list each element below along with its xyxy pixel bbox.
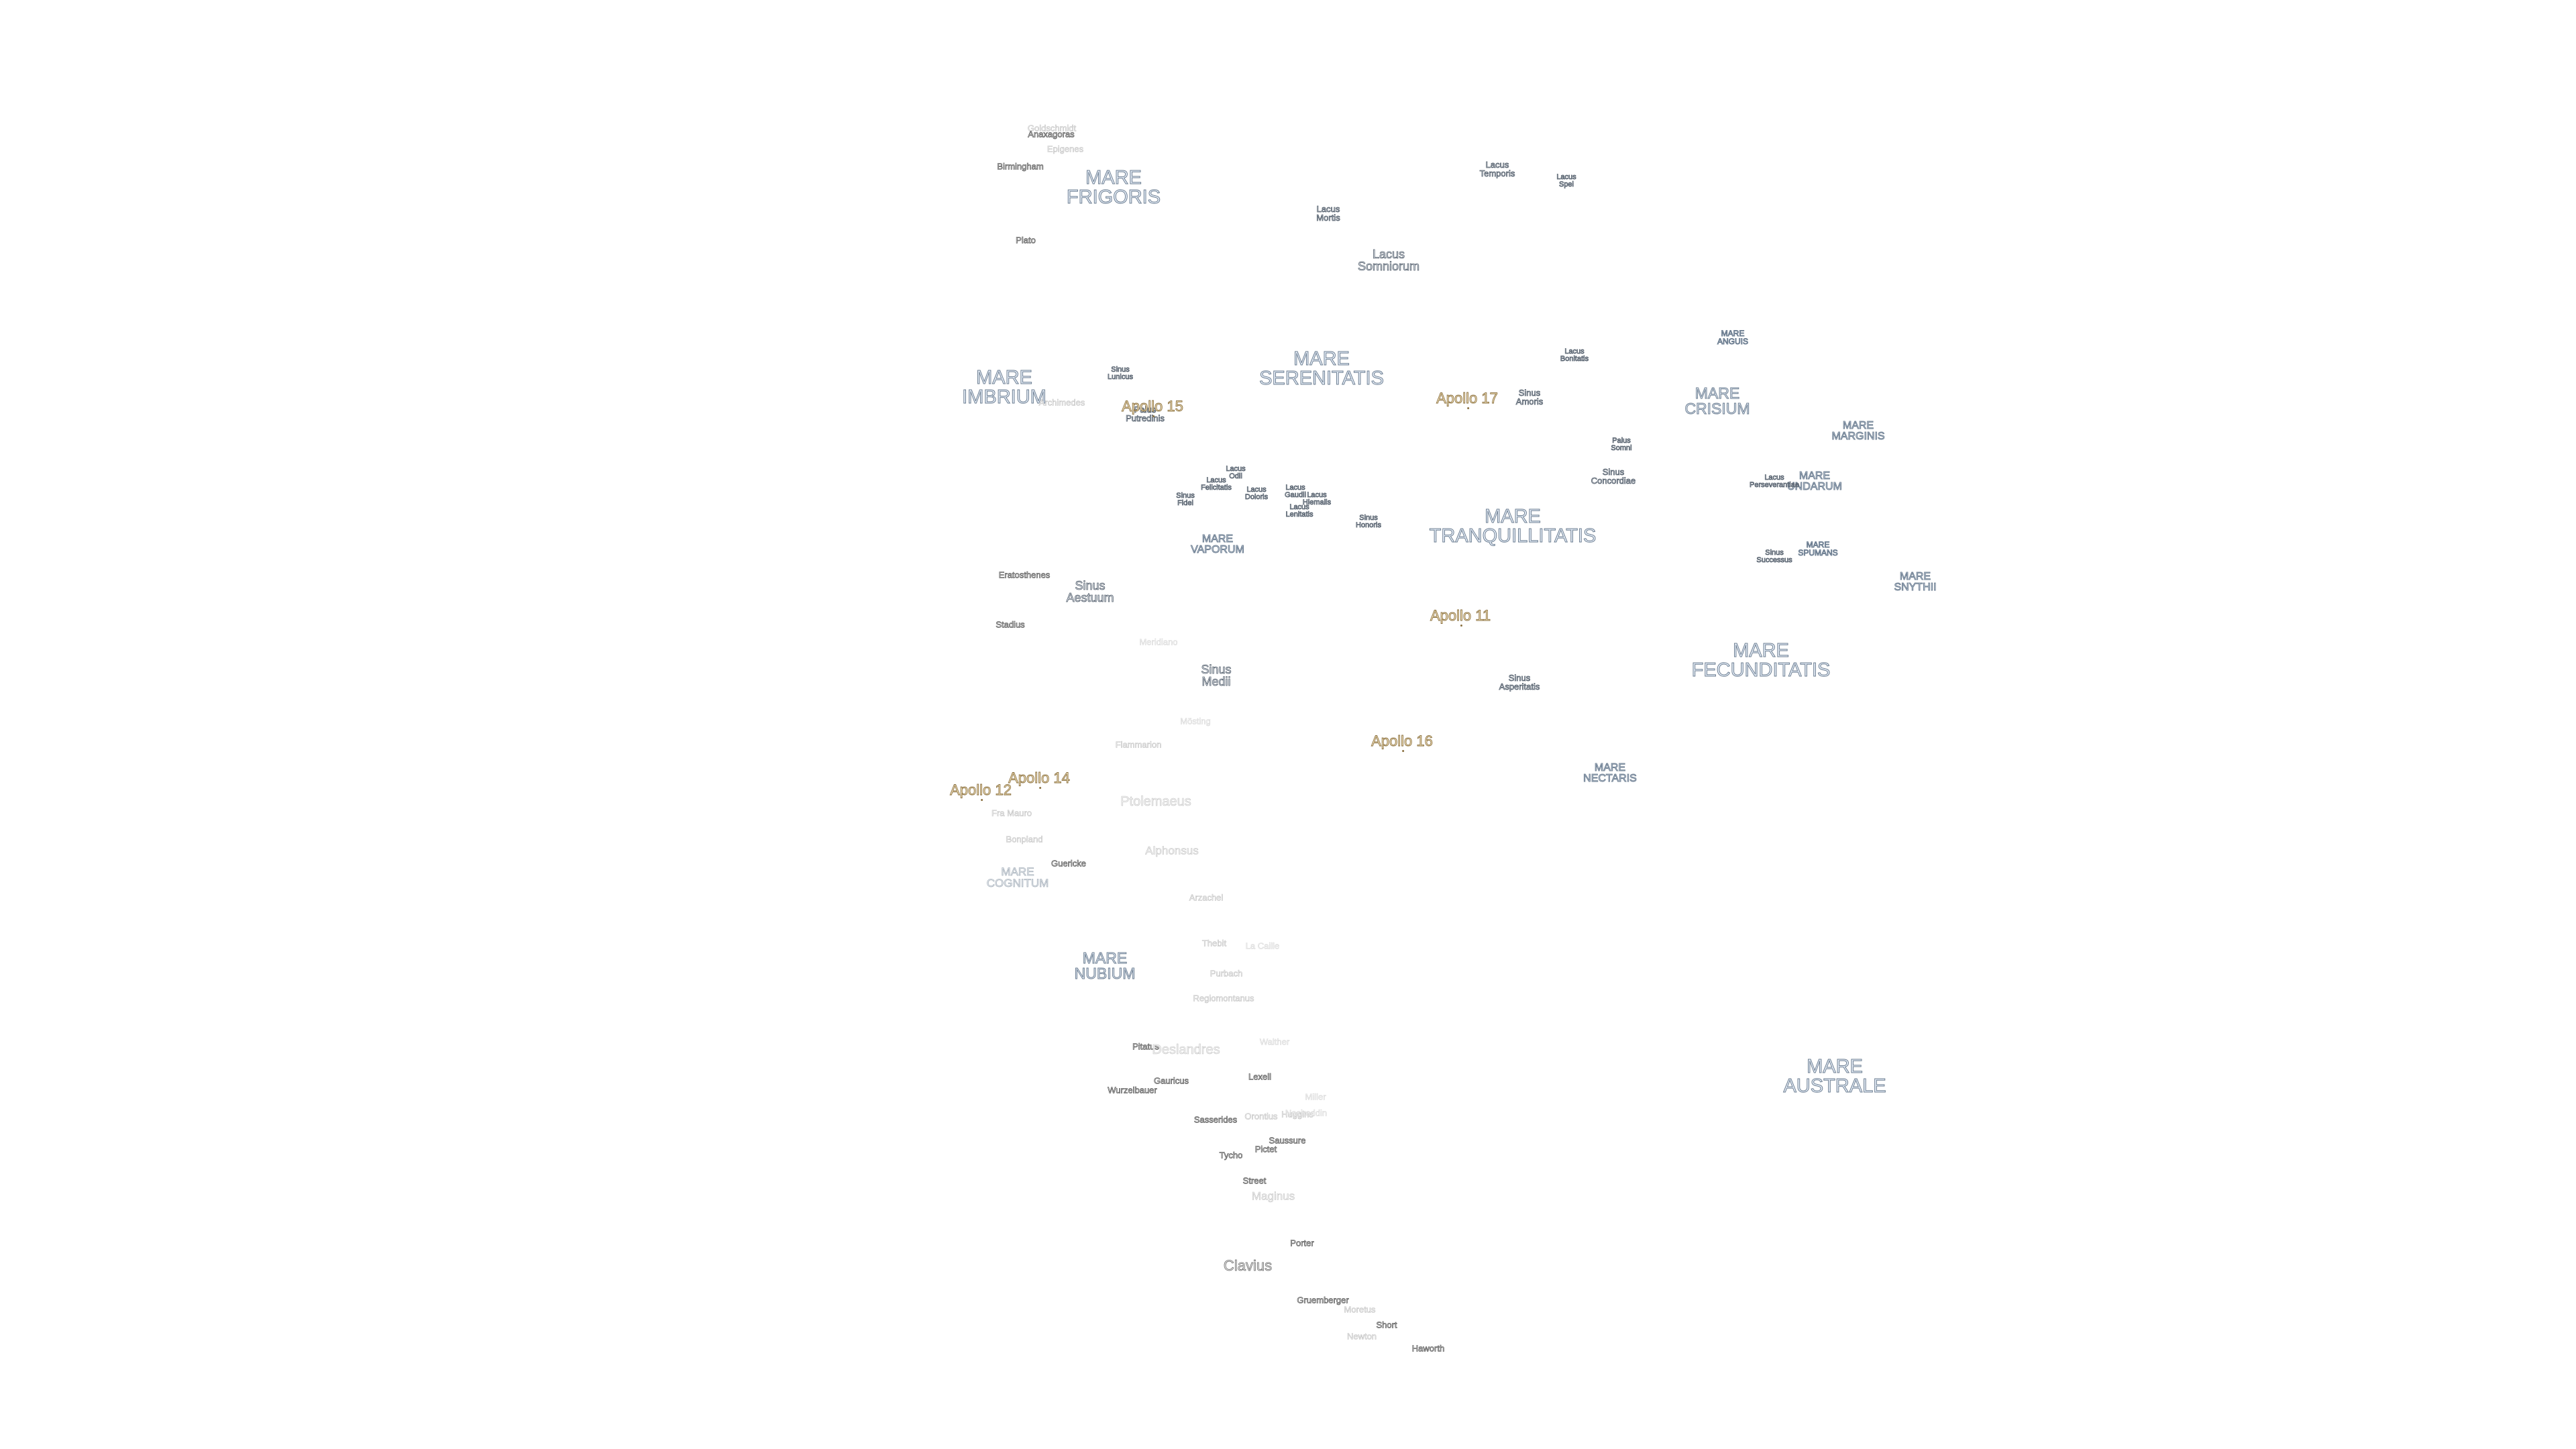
apollo-site-label-apollo-16: Apollo 16 <box>1371 733 1433 753</box>
mare-label-mare-vaporum: MARE VAPORUM <box>1191 533 1245 555</box>
feature-label-lacus-lenitatis: Lacus Lenitatis <box>1285 503 1313 519</box>
crater-label-purbach: Purbach <box>1210 968 1243 979</box>
feature-label-lacus-odii: Lacus Odii <box>1226 465 1246 480</box>
crater-label-gauricus: Gauricus <box>1153 1075 1189 1086</box>
feature-label-sinus-lunicus: Sinus Lunicus <box>1108 366 1134 381</box>
mare-label-mare-marginis: MARE MARGINIS <box>1831 420 1885 442</box>
feature-label-palus-somni: Palus Somni <box>1611 437 1632 452</box>
apollo-site-label-apollo-17: Apollo 17 <box>1436 390 1498 410</box>
crater-label-walther: Walther <box>1259 1036 1290 1047</box>
mare-label-mare-fecunditatis: MARE FECUNDITATIS <box>1691 640 1831 681</box>
crater-label-archimedes: Archimedes <box>1038 397 1085 408</box>
crater-label-fra-mauro: Fra Mauro <box>991 808 1032 818</box>
crater-label-maginus: Maginus <box>1251 1189 1295 1203</box>
mare-label-mare-anguis: MARE ANGUIS <box>1717 329 1749 346</box>
crater-label-gruemberger: Gruemberger <box>1297 1295 1349 1305</box>
crater-label-pictet: Pictet <box>1254 1144 1277 1155</box>
crater-label-arzachel: Arzachel <box>1189 892 1224 903</box>
feature-label-lacus-perseverantiae: Lacus Perseverantiae <box>1750 474 1800 489</box>
crater-label-huggins: Huggins <box>1281 1109 1313 1120</box>
crater-label-flammarion: Flammarion <box>1115 739 1162 750</box>
feature-label-lacus-gaudii: Lacus Gaudii <box>1285 484 1307 499</box>
crater-label-goldschmidt: Goldschmidt <box>1027 123 1077 133</box>
crater-label-moretus: Moretus <box>1344 1304 1376 1315</box>
feature-label-lacus-felicitatis: Lacus Felicitatis <box>1201 476 1232 492</box>
mare-label-mare-cognitum: MARE COGNITUM <box>986 865 1049 890</box>
crater-label-epigenes: Epigenes <box>1046 144 1084 154</box>
crater-label-clavius: Clavius <box>1223 1257 1273 1274</box>
crater-label-tycho: Tycho <box>1219 1150 1243 1161</box>
feature-label-lacus-bonitatis: Lacus Bonitatis <box>1560 347 1589 363</box>
crater-label-sasserides: Sasserides <box>1193 1114 1238 1125</box>
apollo-site-label-apollo-12: Apollo 12 <box>950 782 1012 802</box>
feature-label-sinus-concordiae: Sinus Concordiae <box>1591 467 1636 486</box>
crater-label-ptolemaeus: Ptolemaeus <box>1120 794 1191 809</box>
crater-label-anaxagoras: Anaxagoras <box>1028 129 1075 140</box>
apollo-site-label-apollo-11: Apollo 11 <box>1430 607 1491 627</box>
crater-label-short: Short <box>1376 1320 1397 1330</box>
feature-label-sinus-successus: Sinus Successus <box>1756 549 1792 564</box>
feature-label-lacus-spei: Lacus Spei <box>1556 173 1576 189</box>
crater-label-eratosthenes: Eratosthenes <box>998 570 1051 580</box>
feature-label-lacus-mortis: Lacus Mortis <box>1316 204 1340 223</box>
mare-label-mare-tranquillitatis: MARE TRANQUILLITATIS <box>1429 506 1597 547</box>
mare-label-mare-nectaris: MARE NECTARIS <box>1583 762 1638 784</box>
crater-label-wurzelbauer: Wurzelbauer <box>1108 1085 1157 1095</box>
crater-label-newton: Newton <box>1346 1331 1377 1342</box>
crater-label-alphonsus: Alphonsus <box>1145 844 1199 857</box>
mare-label-mare-frigoris: MARE FRIGORIS <box>1066 167 1161 208</box>
crater-label-street: Street <box>1242 1175 1267 1186</box>
crater-label-pitatus: Pitatus <box>1132 1041 1160 1052</box>
feature-label-lacus-doloris: Lacus Doloris <box>1244 486 1269 501</box>
crater-label-la-caille: La Caille <box>1245 941 1280 951</box>
crater-label-deslandres: Deslandres <box>1152 1042 1220 1057</box>
crater-label-guericke: Guericke <box>1051 858 1087 869</box>
mare-label-mare-crisium: MARE CRISIUM <box>1684 384 1750 417</box>
feature-label-sinus-medii: Sinus Medii <box>1201 663 1232 688</box>
crater-label-lexell: Lexell <box>1248 1071 1272 1082</box>
crater-label-meridiano: Meridiano <box>1139 637 1178 647</box>
feature-label-sinus-aestuum: Sinus Aestuum <box>1066 579 1114 604</box>
feature-label-sinus-honoris: Sinus Honoris <box>1356 514 1382 529</box>
crater-label-m-sting: Mösting <box>1180 716 1211 727</box>
mare-label-mare-snythii: MARE SNYTHII <box>1894 571 1937 593</box>
mare-label-mare-nubium: MARE NUBIUM <box>1074 949 1136 982</box>
crater-label-stadius: Stadius <box>996 619 1025 630</box>
mare-label-mare-undarum: MARE UNDARUM <box>1787 470 1843 492</box>
feature-label-sinus-amoris: Sinus Amoris <box>1515 388 1544 407</box>
mare-label-mare-serenitatis: MARE SERENITATIS <box>1259 348 1385 389</box>
feature-label-lacus-somniorum: Lacus Somniorum <box>1357 248 1420 273</box>
crater-label-thebit: Thebit <box>1201 938 1227 949</box>
feature-label-sinus-asperitatis: Sinus Asperitatis <box>1499 673 1540 692</box>
feature-label-lacus-temporis: Lacus Temporis <box>1479 160 1515 178</box>
crater-label-regiomontanus: Regiomontanus <box>1193 993 1254 1004</box>
crater-label-plato: Plato <box>1016 235 1036 246</box>
apollo-site-label-apollo-15: Apollo 15 <box>1122 398 1183 418</box>
crater-label-miller: Miller <box>1305 1091 1326 1102</box>
crater-label-haworth: Haworth <box>1411 1343 1445 1354</box>
crater-label-birmingham: Birmingham <box>997 161 1044 172</box>
crater-label-bonpland: Bonpland <box>1006 834 1043 845</box>
mare-label-mare-imbrium: MARE IMBRIUM <box>962 367 1047 408</box>
apollo-site-label-apollo-14: Apollo 14 <box>1008 769 1070 790</box>
crater-label-nasireddin: Nasireddin <box>1285 1108 1328 1118</box>
crater-label-porter: Porter <box>1290 1238 1314 1248</box>
mare-label-mare-australe: MARE AUSTRALE <box>1783 1056 1886 1097</box>
feature-label-lacus-hiemalis: Lacus Hiemalis <box>1302 491 1332 506</box>
crater-label-saussure: Saussure <box>1269 1135 1306 1146</box>
mare-label-mare-spumans: MARE SPUMANS <box>1798 540 1838 557</box>
feature-label-sinus-fidei: Sinus Fidei <box>1176 492 1195 507</box>
feature-label-palus-putredinis: Palus Putredinis <box>1126 405 1165 423</box>
crater-label-orontius: Orontius <box>1244 1111 1278 1122</box>
